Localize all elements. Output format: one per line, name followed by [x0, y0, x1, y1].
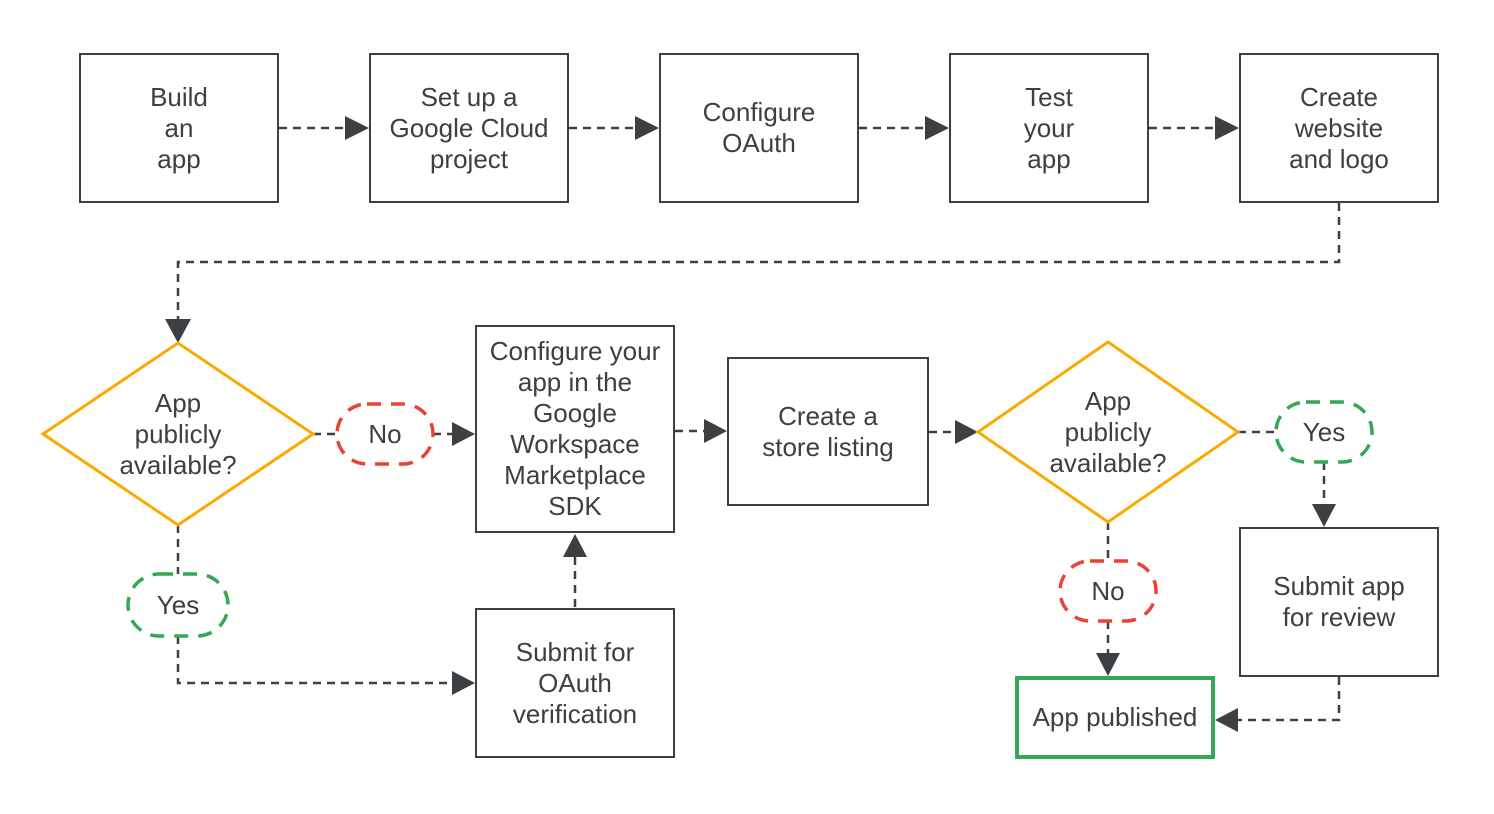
connector-review-to-published	[1238, 677, 1341, 722]
arrowhead-into-decision-left	[165, 319, 191, 343]
no-pill-left	[335, 402, 435, 466]
connector-yes-to-submit-oauth	[176, 636, 452, 685]
arrowheads	[165, 116, 1336, 732]
step-create-store-listing: Create a store listing	[727, 357, 929, 506]
step-setup-google-cloud-project: Set up a Google Cloud project	[369, 53, 569, 203]
arrowhead-into-published-top	[1096, 653, 1120, 676]
arrowhead-into-sdk	[452, 422, 475, 446]
yes-pill-left	[126, 572, 230, 638]
yes-pills	[126, 400, 1374, 638]
yes-pill-right	[1274, 400, 1374, 464]
step-test-your-app: Test your app	[949, 53, 1149, 203]
arrowhead-into-website	[1215, 116, 1239, 140]
arrowhead-into-test	[925, 116, 949, 140]
step-build-app: Build an app	[79, 53, 279, 203]
step-configure-oauth: Configure OAuth	[659, 53, 859, 203]
arrowhead-into-oauth	[635, 116, 659, 140]
step-submit-app-for-review: Submit app for review	[1239, 527, 1439, 677]
no-pill-right	[1058, 559, 1158, 623]
no-pills	[335, 402, 1158, 623]
decision-right-diamond	[975, 340, 1241, 524]
arrowhead-into-sdk-bottom	[563, 534, 587, 557]
arrowhead-into-submit-review	[1312, 504, 1336, 527]
decision-diamonds	[40, 340, 1241, 527]
step-submit-oauth-verification: Submit for OAuth verification	[475, 608, 675, 758]
step-create-website-and-logo: Create website and logo	[1239, 53, 1439, 203]
arrowhead-into-listing	[704, 419, 727, 443]
connector-lines	[176, 126, 1341, 722]
step-configure-marketplace-sdk: Configure your app in the Google Workspa…	[475, 325, 675, 533]
arrowhead-into-setup	[345, 116, 369, 140]
arrowhead-into-submit-oauth	[452, 671, 475, 695]
step-app-published: App published	[1015, 676, 1215, 759]
arrowhead-into-decision-right	[955, 420, 978, 444]
connector-website-to-decision-left	[176, 203, 1341, 319]
arrowhead-into-published-right	[1215, 708, 1238, 732]
decision-left-diamond	[40, 341, 316, 527]
